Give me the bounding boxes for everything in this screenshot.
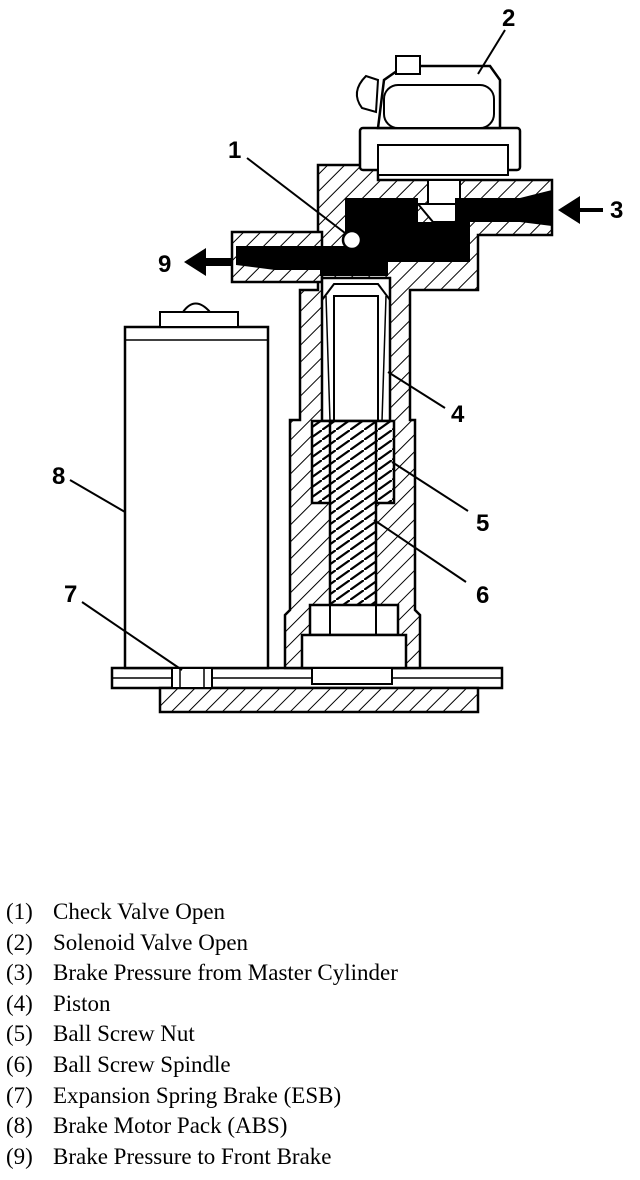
legend-number: (5) [6,1021,33,1047]
leader-lines [69,29,506,671]
arrow-outlet-icon [184,248,232,276]
callout-6: 6 [476,582,489,609]
legend-label: Brake Pressure from Master Cylinder [53,960,398,986]
legend-number: (2) [6,929,33,955]
callout-2: 2 [502,5,515,32]
legend-label: Piston [53,990,111,1016]
callout-4: 4 [451,401,465,428]
legend-item: (9) Brake Pressure to Front Brake [6,1142,398,1173]
legend-number: (8) [6,1113,33,1139]
legend-label: Ball Screw Spindle [53,1051,231,1077]
legend-item: (3) Brake Pressure from Master Cylinder [6,958,398,989]
callout-3: 3 [610,197,623,224]
legend-number: (9) [6,1143,33,1169]
legend-label: Brake Pressure to Front Brake [53,1143,332,1169]
callout-1: 1 [228,137,241,164]
brake-motor-pack [123,302,270,670]
legend-label: Solenoid Valve Open [53,929,249,955]
legend-number: (3) [6,960,33,986]
legend-item: (5) Ball Screw Nut [6,1019,398,1050]
legend-number: (6) [6,1051,33,1077]
legend-item: (6) Ball Screw Spindle [6,1050,398,1081]
callout-5: 5 [476,510,489,537]
legend-item: (2) Solenoid Valve Open [6,928,398,959]
check-valve-ball [341,229,363,251]
legend-label: Ball Screw Nut [53,1021,195,1047]
callout-7: 7 [64,581,77,608]
callout-9: 9 [158,251,171,278]
legend-list: (1) Check Valve Open (2) Solenoid Valve Op… [6,897,398,1172]
legend-item: (4) Piston [6,989,398,1020]
legend-number: (1) [6,899,33,924]
legend-number: (7) [6,1082,33,1108]
expansion-spring-brake [171,667,213,689]
legend-label: Check Valve Open [53,899,226,924]
arrow-inlet-icon [558,196,603,224]
legend-item: (7) Expansion Spring Brake (ESB) [6,1081,398,1112]
callout-8: 8 [52,463,65,490]
fluid-passages [236,190,552,276]
legend-item: (8) Brake Motor Pack (ABS) [6,1111,398,1142]
base-plate [110,666,504,714]
solenoid-valve [355,55,522,223]
legend-label: Brake Motor Pack (ABS) [53,1113,288,1139]
ball-screw-spindle [300,419,408,685]
legend-label: Expansion Spring Brake (ESB) [53,1082,342,1108]
legend-item: (1) Check Valve Open [6,897,398,928]
piston [320,276,392,423]
brake-modulator-diagram: 1 2 3 4 5 6 7 8 9 [52,5,623,714]
legend-number: (4) [6,990,33,1016]
